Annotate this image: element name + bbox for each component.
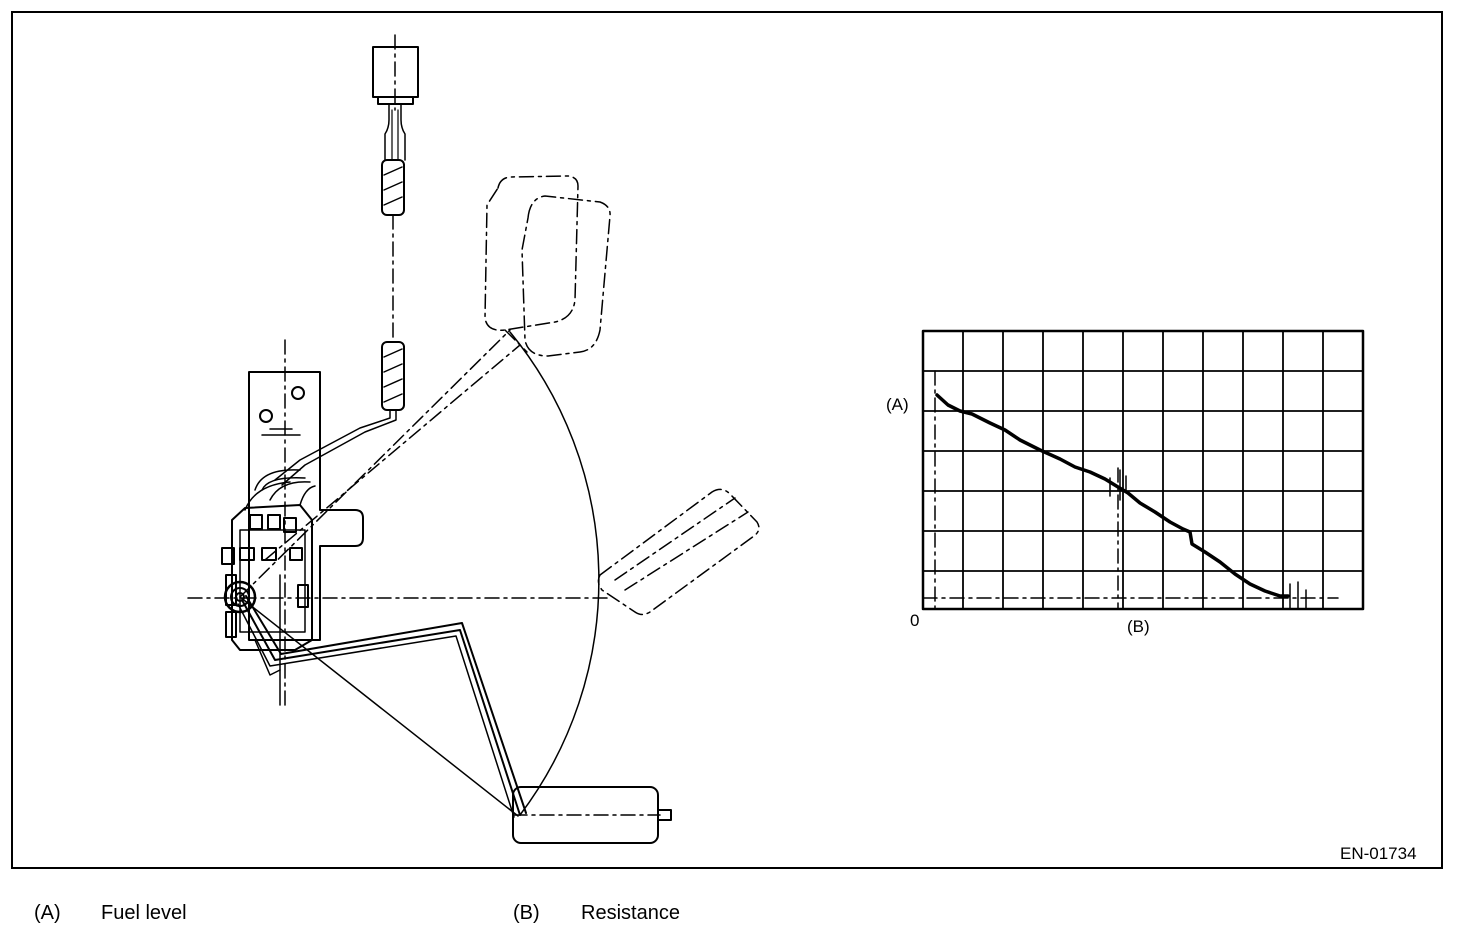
graph-origin-label: 0: [910, 611, 920, 630]
float-high: [484, 175, 611, 357]
figure-frame: [11, 11, 1443, 869]
harness-connector: [274, 34, 419, 486]
float-arm: [237, 595, 527, 818]
sender-body: [187, 469, 613, 706]
float-low: [512, 786, 672, 844]
graph-y-marker: (A): [886, 395, 909, 414]
legend-key-a: (A): [34, 902, 61, 924]
legend-key-b: (B): [513, 902, 540, 924]
resistance-graph: [921, 329, 1365, 611]
figure-code: EN-01734: [1340, 844, 1417, 863]
swing-lines: [239, 329, 600, 817]
float-mid: [597, 488, 760, 616]
graph-x-marker: (B): [1127, 617, 1150, 636]
mounting-bracket: [248, 339, 364, 706]
legend-text-b: Resistance: [581, 902, 680, 924]
legend-text-a: Fuel level: [101, 902, 187, 924]
resistance-curve: [935, 393, 1290, 598]
